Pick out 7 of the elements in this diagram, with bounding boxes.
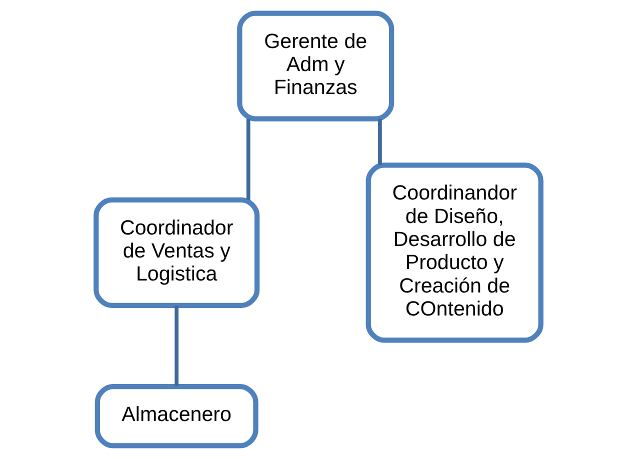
node-box: Coordinador de Ventas y Logistica	[93, 197, 260, 308]
connector	[174, 306, 178, 386]
connector	[378, 119, 382, 165]
node-box: Coordinandor de Diseño, Desarrollo de Producto y Creación de COntenido	[365, 162, 543, 343]
node-box: Almacenero	[94, 384, 258, 448]
connector	[246, 119, 250, 200]
node-box: Gerente de Adm y Finanzas	[236, 10, 394, 122]
